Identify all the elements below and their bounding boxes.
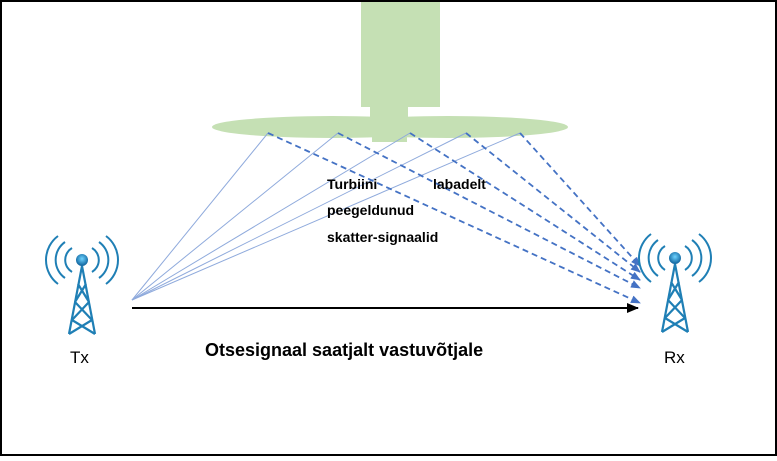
incident-rays — [131, 132, 521, 301]
scattered-ray — [409, 132, 641, 281]
scattered-ray — [465, 132, 641, 273]
scattered-ray — [519, 132, 641, 267]
incident-ray — [131, 132, 339, 301]
turbine-nacelle — [372, 115, 407, 142]
scattered-ray — [337, 132, 641, 289]
turbine-tower — [361, 2, 440, 107]
radio-tower-icon — [638, 233, 712, 333]
scatter-label-line1a: Turbiini — [327, 176, 377, 192]
incident-ray — [131, 132, 269, 301]
scatter-label-line1b: labadelt — [433, 176, 486, 192]
rx-label: Rx — [664, 348, 685, 367]
scattered-ray — [267, 132, 641, 304]
incident-ray — [131, 132, 411, 301]
direct-signal-label: Otsesignaal saatjalt vastuvõtjale — [205, 340, 483, 360]
radio-tower-icon — [45, 235, 119, 335]
tx-tower — [45, 235, 119, 335]
scatter-label-line3: skatter-signaalid — [327, 229, 438, 245]
scattered-rays — [267, 132, 641, 304]
incident-ray — [131, 132, 521, 301]
incident-ray — [131, 132, 467, 301]
tx-label: Tx — [70, 348, 89, 367]
wind-turbine — [212, 2, 568, 142]
rx-tower — [638, 233, 712, 333]
turbine-blade-right — [328, 116, 568, 138]
scatter-label-line2: peegeldunud — [327, 202, 414, 218]
